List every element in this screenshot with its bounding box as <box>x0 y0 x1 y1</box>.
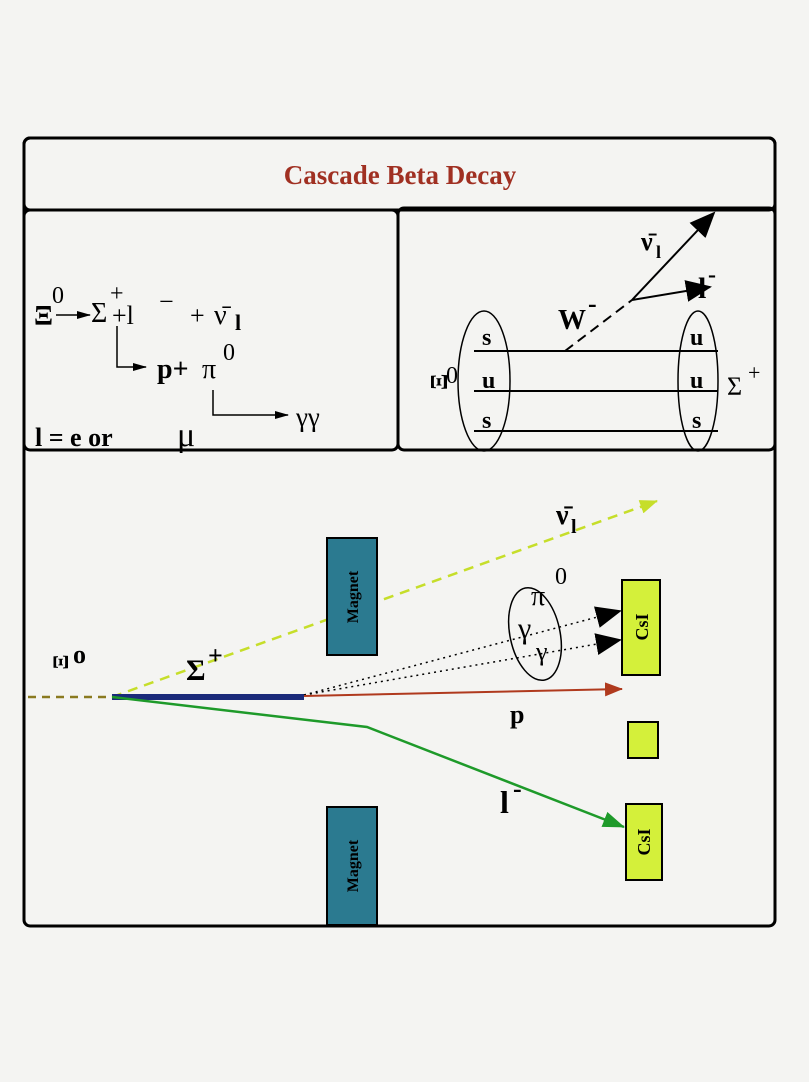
qd-w-label: W <box>558 305 586 336</box>
csi-middle <box>627 721 659 759</box>
csi-lower-label: CsI <box>634 828 654 855</box>
eq-nu-sub: l <box>235 310 241 335</box>
det-pi-sup: 0 <box>555 564 567 590</box>
magnet-lower-label: Magnet <box>345 839 362 892</box>
qd-left-quark-1: s <box>482 325 491 351</box>
photon-track-1 <box>303 606 622 696</box>
neutrino-track <box>111 499 658 699</box>
eq-branch-2 <box>212 390 289 419</box>
det-gamma-1: γ <box>517 612 531 645</box>
qd-w-sup: - <box>588 289 597 318</box>
qd-lepton-line <box>631 280 712 302</box>
qd-right-quark-3: s <box>692 408 701 434</box>
eq-plus-l: +l <box>112 301 134 330</box>
det-lepton-sup: - <box>513 774 522 803</box>
det-lepton: l <box>500 784 509 820</box>
eq-pi-sup: 0 <box>223 340 235 366</box>
eq-branch-1 <box>116 326 147 371</box>
eq-gamma-gamma: γγ <box>295 402 320 432</box>
eq-xi-sup: 0 <box>52 283 64 309</box>
magnet-lower <box>326 806 378 926</box>
qd-right-quark-2: u <box>690 368 703 394</box>
eq-plus: + <box>190 301 205 330</box>
eq-mu: μ <box>177 417 195 454</box>
det-nu-sub: l <box>571 516 577 538</box>
qd-left-hadron <box>457 310 511 452</box>
detector-schematic: Magnet Magnet CsI CsI Ξ o Σ + ν̄ l π 0 γ… <box>28 499 663 926</box>
qd-nu-sub: l <box>656 242 661 262</box>
proton-track <box>303 682 623 697</box>
eq-lepton-def: l = e or <box>35 423 113 452</box>
qd-w-boson <box>564 299 633 352</box>
decay-equation: Ξ 0 Σ + +l − + ν̄ l p+ π 0 γγ l = e or μ <box>34 281 320 454</box>
quark-diagram: Ξ 0 s u s u u s Σ + W - ν̄ l l - <box>427 211 760 452</box>
magnet-upper-label: Magnet <box>345 570 362 623</box>
det-sigma: Σ <box>186 654 206 687</box>
qd-sigma: Σ <box>727 372 742 401</box>
qd-xi: Ξ <box>427 374 453 390</box>
eq-xi: Ξ <box>34 301 53 332</box>
csi-upper <box>621 579 661 676</box>
qd-left-quark-2: u <box>482 368 495 394</box>
qd-sigma-sup: + <box>748 360 760 385</box>
qd-xi-sup: 0 <box>446 363 458 389</box>
qd-left-quark-3: s <box>482 408 491 434</box>
qd-lepton-sup: - <box>708 262 716 288</box>
det-sigma-sup: + <box>208 641 223 670</box>
qd-right-quark-1: u <box>690 325 703 351</box>
qd-lepton: l <box>698 272 706 305</box>
magnet-upper <box>326 537 378 656</box>
qd-nubar: ν̄ <box>640 227 657 256</box>
eq-sigma: Σ <box>91 298 107 329</box>
csi-upper-label: CsI <box>632 613 652 640</box>
det-xi-sup: o <box>73 640 86 669</box>
quark-panel <box>396 206 777 452</box>
det-gamma-2: γ <box>535 637 548 666</box>
det-pi: π <box>531 581 545 612</box>
det-xi: Ξ <box>48 655 73 670</box>
csi-lower <box>625 803 663 881</box>
eq-sigma-sup: + <box>110 281 124 307</box>
eq-l-sup: − <box>159 287 174 316</box>
photon-ellipse <box>507 586 563 682</box>
eq-p-plus: p+ <box>157 354 189 385</box>
eq-pi: π <box>202 354 216 385</box>
slide-title: Cascade Beta Decay <box>284 160 517 190</box>
qd-neutrino-line <box>631 211 716 301</box>
lepton-track <box>111 695 625 829</box>
det-proton: p <box>510 700 524 729</box>
qd-right-hadron <box>677 310 719 452</box>
